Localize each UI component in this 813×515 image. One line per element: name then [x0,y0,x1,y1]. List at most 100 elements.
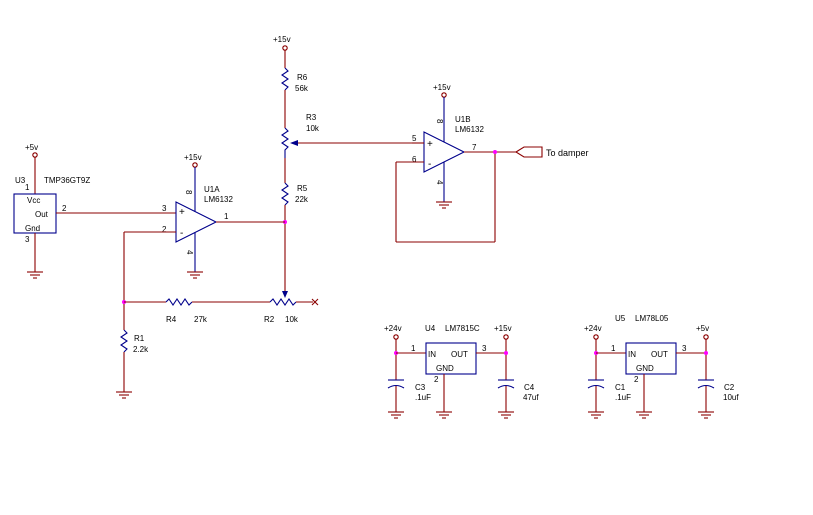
junction-u5-out [704,351,708,355]
u5-ref: U5 [615,314,626,323]
power-symbol-u4-out [503,334,509,340]
r5-value: 22k [295,195,309,204]
resistor-r1-group: R1 2.2k [115,329,149,399]
resistor-r1 [120,329,128,353]
top-divider: +15v R6 56k R3 10k R5 22k [273,35,412,292]
ground-c1 [587,411,605,419]
r3-value: 10k [306,124,320,133]
r1-value: 2.2k [133,345,149,354]
ground-u4 [435,411,453,419]
u1a-plus: + [179,207,185,218]
u3-out-label: Out [35,210,49,219]
u1b-value: LM6132 [455,125,484,134]
capacitor-c4: C4 47uf [497,379,539,419]
u4-ref: U4 [425,324,436,333]
opamp-u1b: + - U1B LM6132 5 6 7 8 4 +15v To damper [395,83,589,243]
junction-u4-out [504,351,508,355]
regulator-u4: +24v 1 IN OUT GND U4 LM7815C 3 2 +15v [384,324,512,419]
power-symbol-u1a [192,162,198,168]
power-label-u4-out: +15v [494,324,512,333]
u5-pin2: 2 [634,375,639,384]
power-symbol-u4-in [393,334,399,340]
u1a-value: LM6132 [204,195,233,204]
u1a-pin3: 3 [162,204,167,213]
u3-value: TMP36GT9Z [44,176,90,185]
u3-gnd-label: Gnd [25,224,40,233]
regulator-u5: +24v 1 IN OUT GND U5 LM78L05 3 2 +5v [584,314,709,419]
u5-value: LM78L05 [635,314,669,323]
ground-u5 [635,411,653,419]
u1b-pin8: 8 [435,119,444,124]
u1a-pin1: 1 [224,212,229,221]
u3-pin1: 1 [25,183,30,192]
power-label-u5-out: +5v [696,324,709,333]
opamp-u1a: + - U1A LM6132 3 2 1 8 4 +15v [122,153,285,330]
resistor-r6 [281,67,289,91]
power-symbol-u5-out [703,334,709,340]
sensor-u3: +5v U3 TMP36GT9Z 1 Vcc Out Gnd 2 3 [13,143,176,279]
u4-in-label: IN [428,350,436,359]
u3-pin3: 3 [25,235,30,244]
resistor-r5 [281,182,289,206]
c4-value: 47uf [523,393,539,402]
power-label-top: +15v [273,35,291,44]
u4-body [425,342,477,375]
power-label-u5-in: +24v [584,324,602,333]
r3-ref: R3 [306,113,317,122]
ground-c4 [497,411,515,419]
u5-out-label: OUT [651,350,668,359]
output-label: To damper [546,148,589,158]
u1b-plus: + [427,139,433,150]
junction-u1b-out [493,150,497,154]
u4-value: LM7815C [445,324,480,333]
u4-gnd-label: GND [436,364,454,373]
r2-ref: R2 [264,315,275,324]
power-symbol-u1b [441,92,447,98]
c2-value: 10uf [723,393,739,402]
u5-gnd-label: GND [636,364,654,373]
u1b-pin5: 5 [412,134,417,143]
power-symbol-u3 [32,152,38,158]
ground-c2 [697,411,715,419]
c1-ref: C1 [615,383,626,392]
capacitor-c2: C2 10uf [697,379,739,419]
r6-value: 56k [295,84,309,93]
power-symbol-top [282,45,288,51]
u1b-pin6: 6 [412,155,417,164]
capacitor-c3: C3 .1uF [387,379,431,419]
u3-ref: U3 [15,176,26,185]
u1a-pin4: 4 [185,250,194,255]
resistor-r4 [165,298,193,306]
u5-pin3: 3 [682,344,687,353]
u1b-ref: U1B [455,115,471,124]
feedback-network: R4 27k R2 10k [124,291,319,324]
r6-ref: R6 [297,73,308,82]
r3-wiper-arrow [290,140,298,146]
u5-pin1: 1 [611,344,616,353]
r2-value: 10k [285,315,299,324]
u1a-pin8: 8 [184,190,193,195]
r4-value: 27k [194,315,208,324]
ground-u1b [435,201,453,209]
u3-pin2: 2 [62,204,67,213]
c3-ref: C3 [415,383,426,392]
power-label-u4-in: +24v [384,324,402,333]
power-label-u1a: +15v [184,153,202,162]
resistor-r3 [281,127,289,158]
c3-value: .1uF [415,393,431,402]
u5-body [625,342,677,375]
u4-pin3: 3 [482,344,487,353]
u4-out-label: OUT [451,350,468,359]
r5-ref: R5 [297,184,308,193]
c4-ref: C4 [524,383,535,392]
power-symbol-u5-in [593,334,599,340]
u4-pin2: 2 [434,375,439,384]
u1a-body [175,201,218,243]
ground-r1 [115,391,133,399]
r2-wiper-arrow [282,291,288,298]
u5-in-label: IN [628,350,636,359]
capacitor-c1: C1 .1uF [587,379,631,419]
ground-u1a [186,271,204,279]
u4-pin1: 1 [411,344,416,353]
